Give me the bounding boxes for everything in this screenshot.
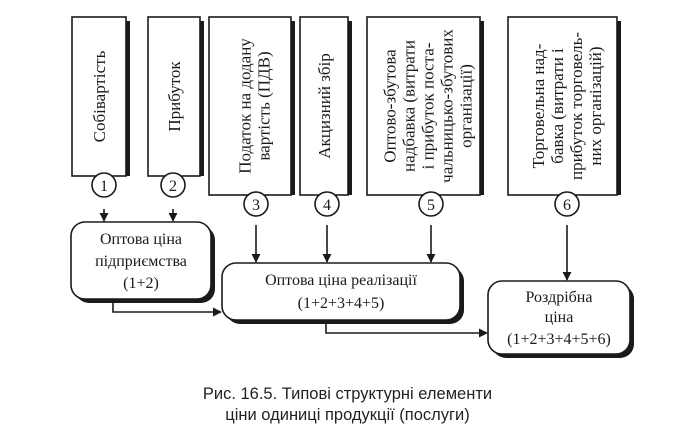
arrow-sale-to-retail — [325, 321, 488, 338]
component-box-1: Собівартість 1 — [71, 16, 130, 198]
box-shadow — [348, 21, 352, 195]
box-shadow — [617, 21, 621, 195]
component-label-line: прибуток торговель- — [567, 32, 586, 180]
box-frame — [366, 16, 481, 196]
result-label-line: Оптова ціна реалізації — [265, 272, 417, 289]
box-frame — [299, 16, 349, 196]
figure-caption: Рис. 16.5. Типові структурні елементи ці… — [0, 384, 695, 426]
arrow-enterprise-to-sale — [112, 300, 222, 317]
component-label-line: Торговельна над- — [529, 43, 548, 168]
step-number-circle — [314, 191, 340, 217]
component-box-6: Торговельна над-бавка (витрати іприбуток… — [507, 16, 621, 217]
component-label-line: бавка (витрати і — [548, 48, 567, 164]
component-label: Прибуток — [165, 61, 184, 132]
result-label-line: Роздрібна — [526, 289, 593, 306]
box-frame — [221, 262, 461, 321]
component-label-line: надбавка (витрати — [400, 40, 419, 172]
box-frame — [208, 16, 292, 196]
component-label-line: організації) — [457, 64, 476, 148]
box-shadow — [291, 21, 295, 195]
box-frame — [147, 16, 201, 177]
component-label-line: Оптово-збутова — [381, 49, 400, 163]
step-number: 2 — [169, 178, 177, 195]
component-label: Акцизний збір — [315, 53, 334, 159]
component-label-line: Собівартість — [90, 50, 109, 142]
retail-price-box: Роздрібна ціна (1+2+3+4+5+6) — [487, 280, 634, 358]
component-label-line: і прибуток поста- — [419, 42, 438, 169]
step-number: 5 — [427, 197, 435, 214]
result-label-line: ціна — [545, 309, 574, 326]
component-label: Оптово-збутованадбавка (витратиі прибуто… — [381, 29, 476, 183]
component-label-line: Податок на додану — [236, 38, 255, 174]
step-number-circle — [418, 191, 444, 217]
step-number-circle — [91, 172, 117, 198]
step-number: 3 — [252, 197, 260, 214]
result-label-line: (1+2) — [123, 275, 159, 292]
result-label-line: (1+2+3+4+5+6) — [507, 331, 611, 348]
box-shadow — [200, 21, 204, 176]
caption-line-1: Рис. 16.5. Типові структурні елементи — [202, 385, 493, 403]
wholesale-sale-price-box: Оптова ціна реалізації (1+2+3+4+5) — [221, 262, 464, 324]
component-label-line: Акцизний збір — [315, 53, 334, 159]
component-label-line: чальницько-збутових — [438, 29, 457, 183]
result-label-line: (1+2+3+4+5) — [298, 295, 385, 312]
wholesale-enterprise-price-box: Оптова ціна підприємства (1+2) — [70, 221, 215, 303]
component-box-4: Акцизний збір 4 — [299, 16, 352, 217]
box-shadow — [126, 21, 130, 176]
component-box-2: Прибуток 2 — [147, 16, 204, 198]
result-label-line: підприємства — [95, 253, 187, 270]
box-shadow — [480, 21, 484, 195]
step-number-circle — [554, 191, 580, 217]
step-number-circle — [160, 172, 186, 198]
component-label-line: них організацій) — [586, 46, 605, 165]
component-label: Собівартість — [90, 50, 109, 142]
component-label: Податок на доданувартість (ПДВ) — [236, 38, 274, 174]
component-label-line: вартість (ПДВ) — [255, 51, 274, 160]
step-number: 4 — [323, 197, 331, 214]
component-box-5: Оптово-збутованадбавка (витратиі прибуто… — [366, 16, 484, 217]
component-box-3: Податок на доданувартість (ПДВ) 3 — [208, 16, 295, 217]
box-frame — [487, 280, 631, 355]
result-label-line: Оптова ціна — [100, 231, 182, 248]
step-number-circle — [243, 191, 269, 217]
step-number: 1 — [100, 178, 108, 195]
step-number: 6 — [563, 197, 571, 214]
box-frame — [507, 16, 618, 196]
caption-line-2: ціни одиниці продукції (послуги) — [225, 406, 470, 424]
component-label: Торговельна над-бавка (витрати іприбуток… — [529, 32, 605, 180]
box-frame — [70, 221, 212, 300]
component-label-line: Прибуток — [165, 61, 184, 132]
